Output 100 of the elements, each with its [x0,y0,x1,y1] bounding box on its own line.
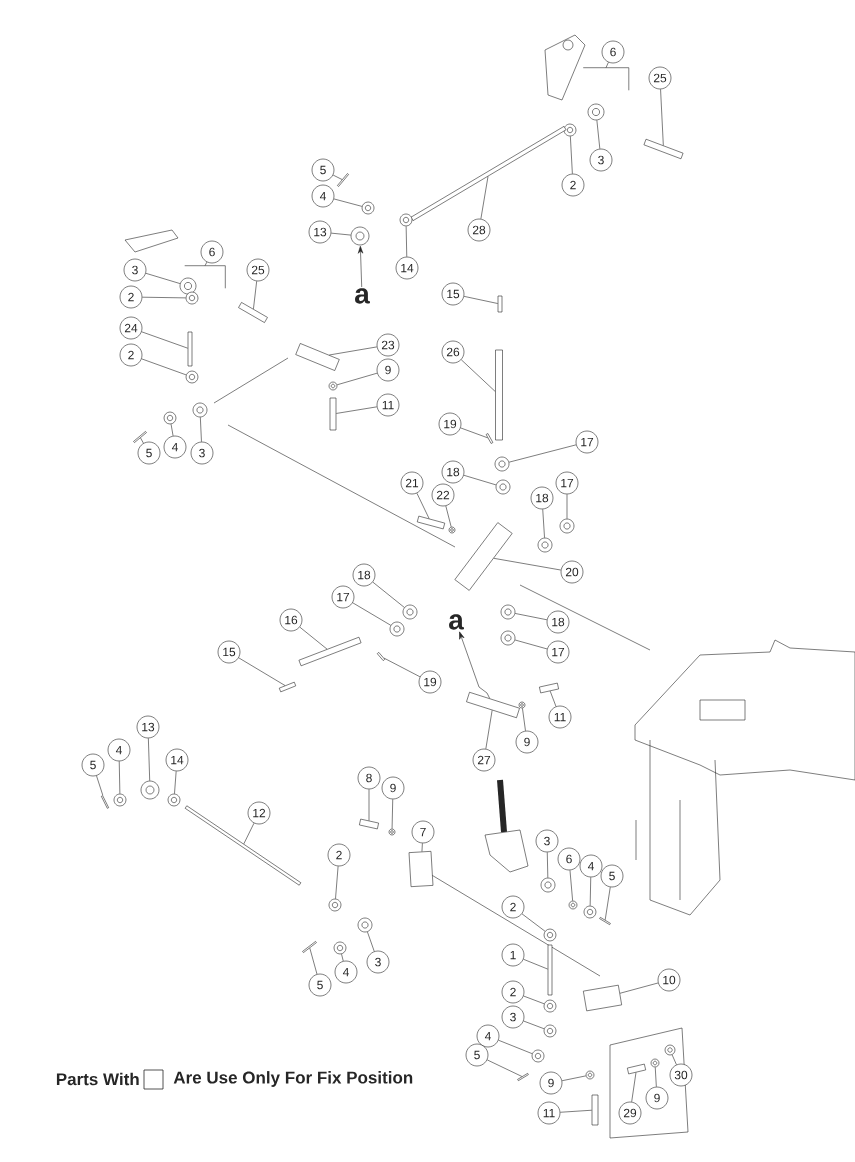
bolt [627,1063,646,1075]
callout-number: 24 [119,316,143,340]
bushing [495,479,511,495]
leader-line [253,280,257,310]
bolt [238,302,268,323]
callout-number: 11 [376,393,400,417]
ball-joint [140,780,160,800]
bushing [500,604,516,620]
bushing [500,630,516,646]
callout-number: 13 [136,715,160,739]
leader-line [332,174,343,180]
bracket-line [582,67,630,91]
callout-number: 17 [575,430,599,454]
bolt [643,138,684,160]
callout-number: 4 [163,435,187,459]
leader-line [570,136,573,174]
leader-line [546,852,549,878]
callout-number: 11 [537,1101,561,1125]
leader-line [566,494,568,519]
ball-joint [587,103,605,121]
leader-line [336,372,378,386]
leader-line [560,1109,592,1113]
cotter-pin [302,941,317,953]
callout-number: 9 [515,730,539,754]
leader-line [372,581,405,608]
callout-number: 17 [555,471,579,495]
callout-number: 3 [501,1005,525,1029]
leader-line [333,198,363,207]
leader-line [542,509,545,538]
leader-line [96,775,104,796]
callout-number: 3 [535,829,559,853]
callout-number: 25 [246,258,270,282]
callout-number: 2 [119,343,143,367]
callout-number: 7 [411,820,435,844]
reference-letter: a [355,288,370,304]
leader-line [660,89,664,146]
bracket-line [184,265,226,289]
nut [185,291,199,305]
leader-line [521,913,546,932]
callout-number: 28 [467,218,491,242]
lever [466,691,520,719]
leader-line [514,639,548,650]
callout-number: 27 [472,748,496,772]
leader-line [405,226,408,257]
callout-number: 14 [395,256,419,280]
leader-line [460,359,496,392]
leader-line [170,423,174,437]
leader-line [523,1020,545,1030]
callout-number: 6 [200,240,224,264]
callout-number: 3 [190,441,214,465]
callout-number: 19 [418,670,442,694]
cotter-pin [599,917,611,925]
washer [388,828,396,836]
nut [328,898,342,912]
note-text: Parts With [56,1072,139,1086]
leader-line [341,953,344,962]
note-text: Are Use Only For Fix Position [173,1071,413,1087]
callout-number: 4 [311,184,335,208]
nut [167,793,181,807]
leader-line [328,346,378,356]
leader-line [174,771,177,795]
leader-line [243,822,255,845]
washer [448,526,456,534]
callout-number: 20 [560,560,584,584]
callout-number: 4 [107,738,131,762]
callout-number: 29 [618,1101,642,1125]
leader-line [200,417,202,443]
callout-number: 4 [334,960,358,984]
leader-line [118,761,121,794]
threaded-rod [187,331,193,367]
leader-line [485,710,493,750]
nut [163,411,177,425]
bushing [389,621,405,637]
leader-line [145,272,181,284]
leader-line [238,657,286,686]
nut [185,370,199,384]
pin [376,652,386,661]
leader-line [493,558,562,571]
leader-line [514,613,548,621]
leader-line [605,62,609,68]
callout-number: 4 [579,854,603,878]
callout-number: 9 [539,1071,563,1095]
leader-line [589,877,592,906]
bracket-plate [408,851,434,887]
nut [361,201,375,215]
callout-number: 5 [137,441,161,465]
nut [543,928,557,942]
callout-number: 17 [331,585,355,609]
callout-number: 2 [501,895,525,919]
rod [184,805,302,886]
leader-line [383,657,421,678]
leader-line [463,474,497,486]
bracket-plate [583,984,622,1012]
leader-line [523,958,548,970]
nut [531,1049,545,1063]
leader-line [498,1039,533,1054]
callout-number: 8 [357,766,381,790]
cotter-pin [337,173,349,187]
callout-number: 2 [327,843,351,867]
leader-line [367,931,375,952]
